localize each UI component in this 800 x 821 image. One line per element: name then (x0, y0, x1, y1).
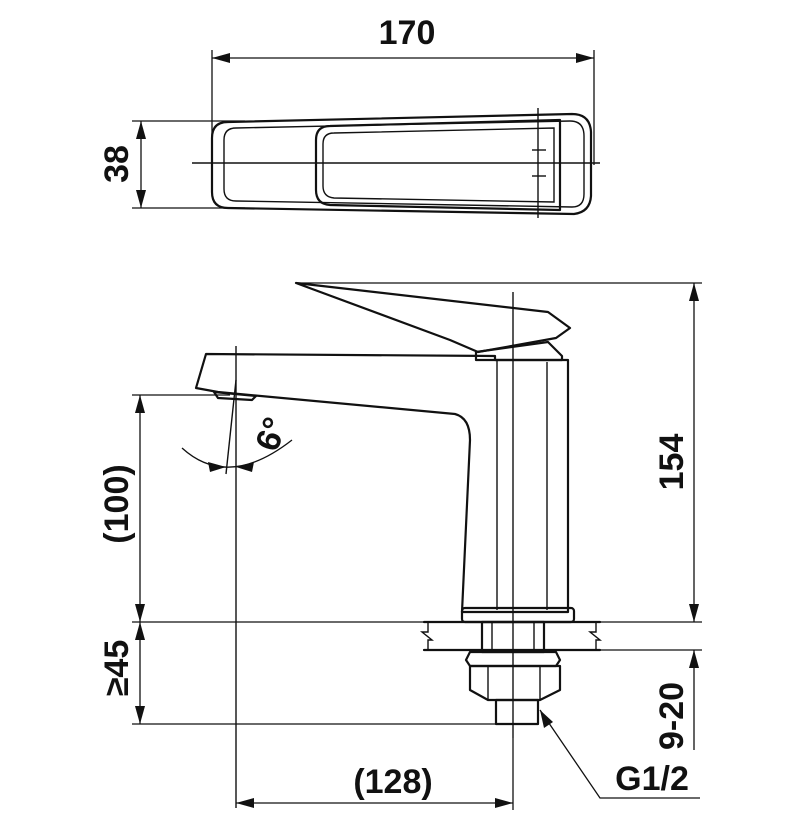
angle-arc (181, 439, 293, 468)
top-lever-outline (314, 118, 562, 212)
arrowhead (212, 53, 230, 63)
top-body-inner (223, 120, 585, 208)
arrowhead (576, 53, 594, 63)
side-base-ring (460, 606, 576, 624)
arrowhead (689, 650, 699, 668)
arrowhead (540, 710, 553, 728)
angle-ray (225, 379, 237, 475)
under-deck-label: ≥45 (98, 640, 136, 696)
arrowhead (495, 798, 513, 808)
side-body-spout (194, 352, 570, 614)
deck-break-right (588, 622, 602, 650)
arrowhead (136, 121, 146, 139)
top-depth-label: 38 (98, 145, 136, 183)
thread-label: G1/2 (615, 760, 689, 798)
side-aerator (212, 390, 258, 402)
side-lever-cap (474, 340, 564, 362)
arrowhead (135, 395, 145, 413)
arrowhead (135, 604, 145, 622)
deck-thickness-label: 9-20 (653, 682, 691, 750)
top-view: 170 38 (98, 14, 600, 218)
angle-label: 6° (248, 412, 295, 456)
arrowhead (689, 604, 699, 622)
top-lever-inner (322, 127, 555, 203)
arrowhead (135, 706, 145, 724)
total-height-label: 154 (653, 434, 691, 491)
side-view: 6° 154 (100) ≥45 9-20 (128) (98, 281, 702, 810)
hose-connector (494, 698, 540, 726)
mounting-nut (468, 664, 562, 702)
arrowhead (208, 462, 226, 472)
arrowhead (136, 190, 146, 208)
top-width-label: 170 (379, 14, 436, 52)
arrowhead (689, 283, 699, 301)
arrowhead (135, 622, 145, 640)
arrowhead (236, 462, 254, 472)
deck-break-left (420, 622, 434, 650)
thread-leader (539, 709, 700, 799)
arrowhead (236, 798, 254, 808)
reach-label: (128) (353, 763, 432, 801)
side-lever (294, 281, 572, 354)
top-body-outline (210, 112, 593, 216)
spout-height-label: (100) (98, 464, 136, 543)
